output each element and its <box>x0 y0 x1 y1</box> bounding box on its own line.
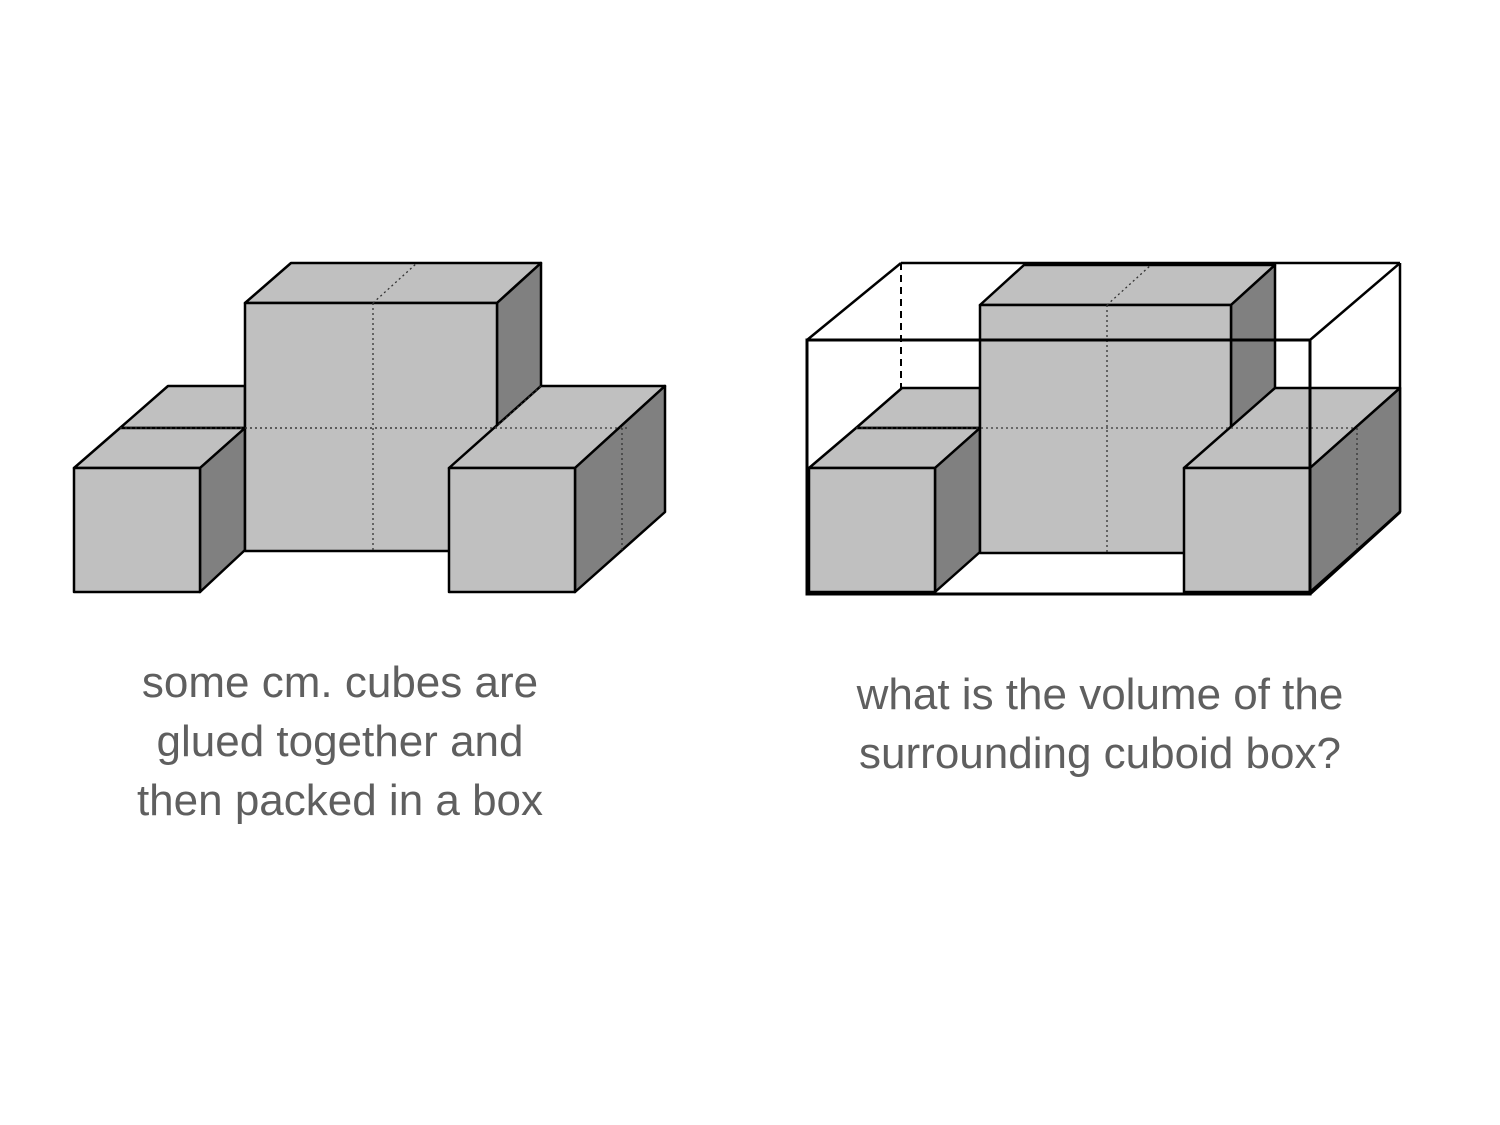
right-caption-line-1: what is the volume of the <box>856 670 1344 719</box>
left-caption-line-1: some cm. cubes are <box>141 658 539 707</box>
right-block-front <box>447 466 577 594</box>
tall-block-top <box>243 261 543 305</box>
boxed-tall-block-top <box>978 263 1277 307</box>
left-caption-line-3: then packed in a box <box>136 776 544 825</box>
left-figure-seams <box>120 262 630 552</box>
right-caption: what is the volume of the surrounding cu… <box>800 665 1400 783</box>
right-figure-seams <box>856 264 1358 553</box>
left-caption-line-2: glued together and <box>156 717 524 766</box>
left-caption: some cm. cubes are glued together and th… <box>40 653 640 830</box>
boxed-left-block-front <box>807 466 937 594</box>
box-front-edges <box>805 338 1402 596</box>
left-block-top-back <box>118 384 247 430</box>
boxed-left-block-top-back <box>854 386 982 430</box>
boxed-cubes-figure <box>807 263 1402 594</box>
right-caption-line-2: surrounding cuboid box? <box>859 729 1341 778</box>
left-block-front <box>72 466 202 594</box>
boxed-right-block-front <box>1182 466 1312 594</box>
